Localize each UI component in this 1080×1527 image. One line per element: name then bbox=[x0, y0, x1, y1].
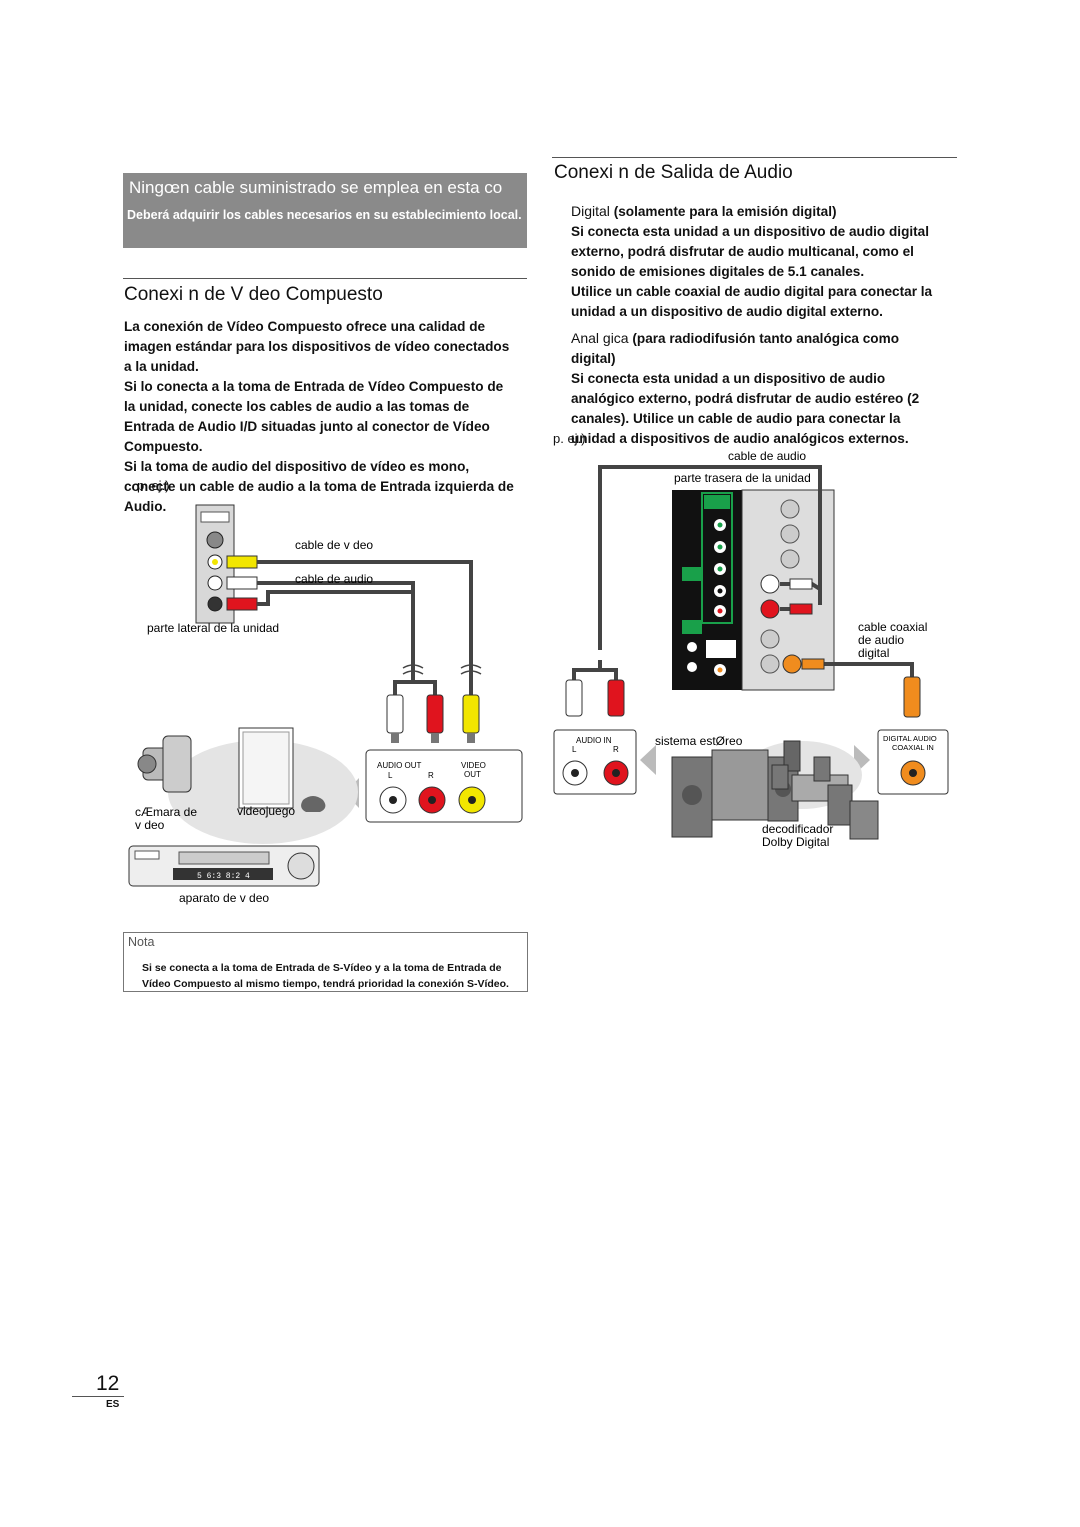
plug-head-red bbox=[607, 679, 625, 717]
example-label-right: p. ej.) bbox=[553, 431, 586, 446]
audio-cable-label-right: cable de audio bbox=[728, 449, 806, 463]
note-text: Si se conecta a la toma de Entrada de S-… bbox=[142, 962, 509, 990]
digital-heading-rest: (solamente para la emisión digital) bbox=[613, 204, 837, 219]
analog-heading: Anal gica bbox=[571, 330, 629, 346]
plug-red bbox=[789, 603, 813, 615]
page-language: ES bbox=[106, 1399, 120, 1410]
digital-text-2: Utilice un cable coaxial de audio digita… bbox=[571, 284, 933, 319]
vcr-icon: 5 6:3 8:2 4 bbox=[128, 845, 320, 887]
device-plugs bbox=[386, 694, 480, 743]
device-output-panel: AUDIO OUT L R VIDEO OUT bbox=[345, 749, 523, 823]
page-number-rule bbox=[72, 1396, 124, 1397]
analog-section: Anal gica (para radiodifusión tanto anal… bbox=[571, 328, 946, 449]
svg-text:DIGITAL AUDIO: DIGITAL AUDIO bbox=[883, 734, 937, 743]
game-label: videojuego bbox=[237, 804, 295, 818]
stereo-label: sistema estØreo bbox=[655, 734, 743, 748]
plug-orange bbox=[801, 658, 825, 670]
section-title-composite: Conexi n de V deo Compuesto bbox=[124, 284, 383, 305]
svg-text:R: R bbox=[613, 745, 619, 754]
digital-text: Si conecta esta unidad a un dispositivo … bbox=[571, 224, 930, 279]
info-banner: Ningœn cable suministrado se emplea en e… bbox=[123, 173, 527, 248]
svg-text:R: R bbox=[428, 771, 434, 780]
svg-text:COAXIAL IN: COAXIAL IN bbox=[892, 743, 934, 752]
cable-break-marks bbox=[402, 664, 482, 675]
plug-head-orange bbox=[903, 676, 921, 718]
audio-output-diagram: cable de audio parte trasera de la unida… bbox=[553, 449, 949, 849]
audio-in-panel: AUDIO IN L R bbox=[553, 729, 656, 795]
rear-unit-label: parte trasera de la unidad bbox=[674, 471, 811, 485]
vcr-label: aparato de v deo bbox=[179, 891, 269, 905]
svg-text:L: L bbox=[388, 771, 393, 780]
paragraph: Si lo conecta a la toma de Entrada de Ví… bbox=[124, 379, 504, 454]
svg-text:L: L bbox=[572, 745, 577, 754]
svg-text:AUDIO OUT: AUDIO OUT bbox=[377, 761, 422, 770]
camcorder-label: cÆmara de v deo bbox=[135, 805, 200, 832]
video-cable-label: cable de v deo bbox=[295, 538, 373, 552]
page-number: 12 bbox=[96, 1372, 120, 1395]
section-rule-left bbox=[123, 278, 527, 279]
side-unit-label: parte lateral de la unidad bbox=[147, 621, 279, 635]
note-box: Nota Si se conecta a la toma de Entrada … bbox=[123, 932, 528, 992]
camcorder-icon bbox=[137, 735, 192, 793]
section-title-audio-out: Conexi n de Salida de Audio bbox=[554, 162, 793, 183]
game-console-icon bbox=[238, 727, 326, 812]
banner-subtitle: Deberá adquirir los cables necesarios en… bbox=[127, 208, 522, 222]
note-title: Nota bbox=[128, 935, 155, 949]
unit-side-panel bbox=[195, 504, 235, 624]
svg-text:VIDEO: VIDEO bbox=[461, 761, 486, 770]
digital-heading: Digital bbox=[571, 203, 610, 219]
digital-audio-in-panel: DIGITAL AUDIO COAXIAL IN bbox=[854, 729, 949, 795]
banner-title: Ningœn cable suministrado se emplea en e… bbox=[129, 178, 503, 197]
unit-plugs bbox=[226, 555, 258, 611]
plug-white bbox=[789, 578, 813, 590]
audio-cable-label: cable de audio bbox=[295, 572, 373, 586]
paragraph: Si la toma de audio del dispositivo de v… bbox=[124, 459, 514, 514]
section-rule-right bbox=[552, 157, 957, 158]
svg-text:5 6:3 8:2 4: 5 6:3 8:2 4 bbox=[197, 872, 250, 881]
analog-text: Si conecta esta unidad a un dispositivo … bbox=[571, 371, 920, 446]
analog-heading-rest: (para radiodifusión tanto analógica como… bbox=[571, 331, 899, 366]
plug-head-white bbox=[565, 679, 583, 717]
svg-text:AUDIO IN: AUDIO IN bbox=[576, 736, 612, 745]
dolby-decoder-icon bbox=[771, 756, 879, 840]
composite-body: La conexión de Vídeo Compuesto ofrece un… bbox=[124, 317, 516, 517]
digital-section: Digital (solamente para la emisión digit… bbox=[571, 201, 946, 322]
paragraph: La conexión de Vídeo Compuesto ofrece un… bbox=[124, 319, 510, 374]
decoder-label: decodificador Dolby Digital bbox=[762, 822, 837, 849]
cables-left bbox=[257, 560, 473, 695]
svg-text:OUT: OUT bbox=[464, 770, 481, 779]
composite-connection-diagram: cable de v deo cable de audio parte late… bbox=[128, 504, 523, 905]
example-label-left: p. ej.) bbox=[137, 478, 170, 493]
